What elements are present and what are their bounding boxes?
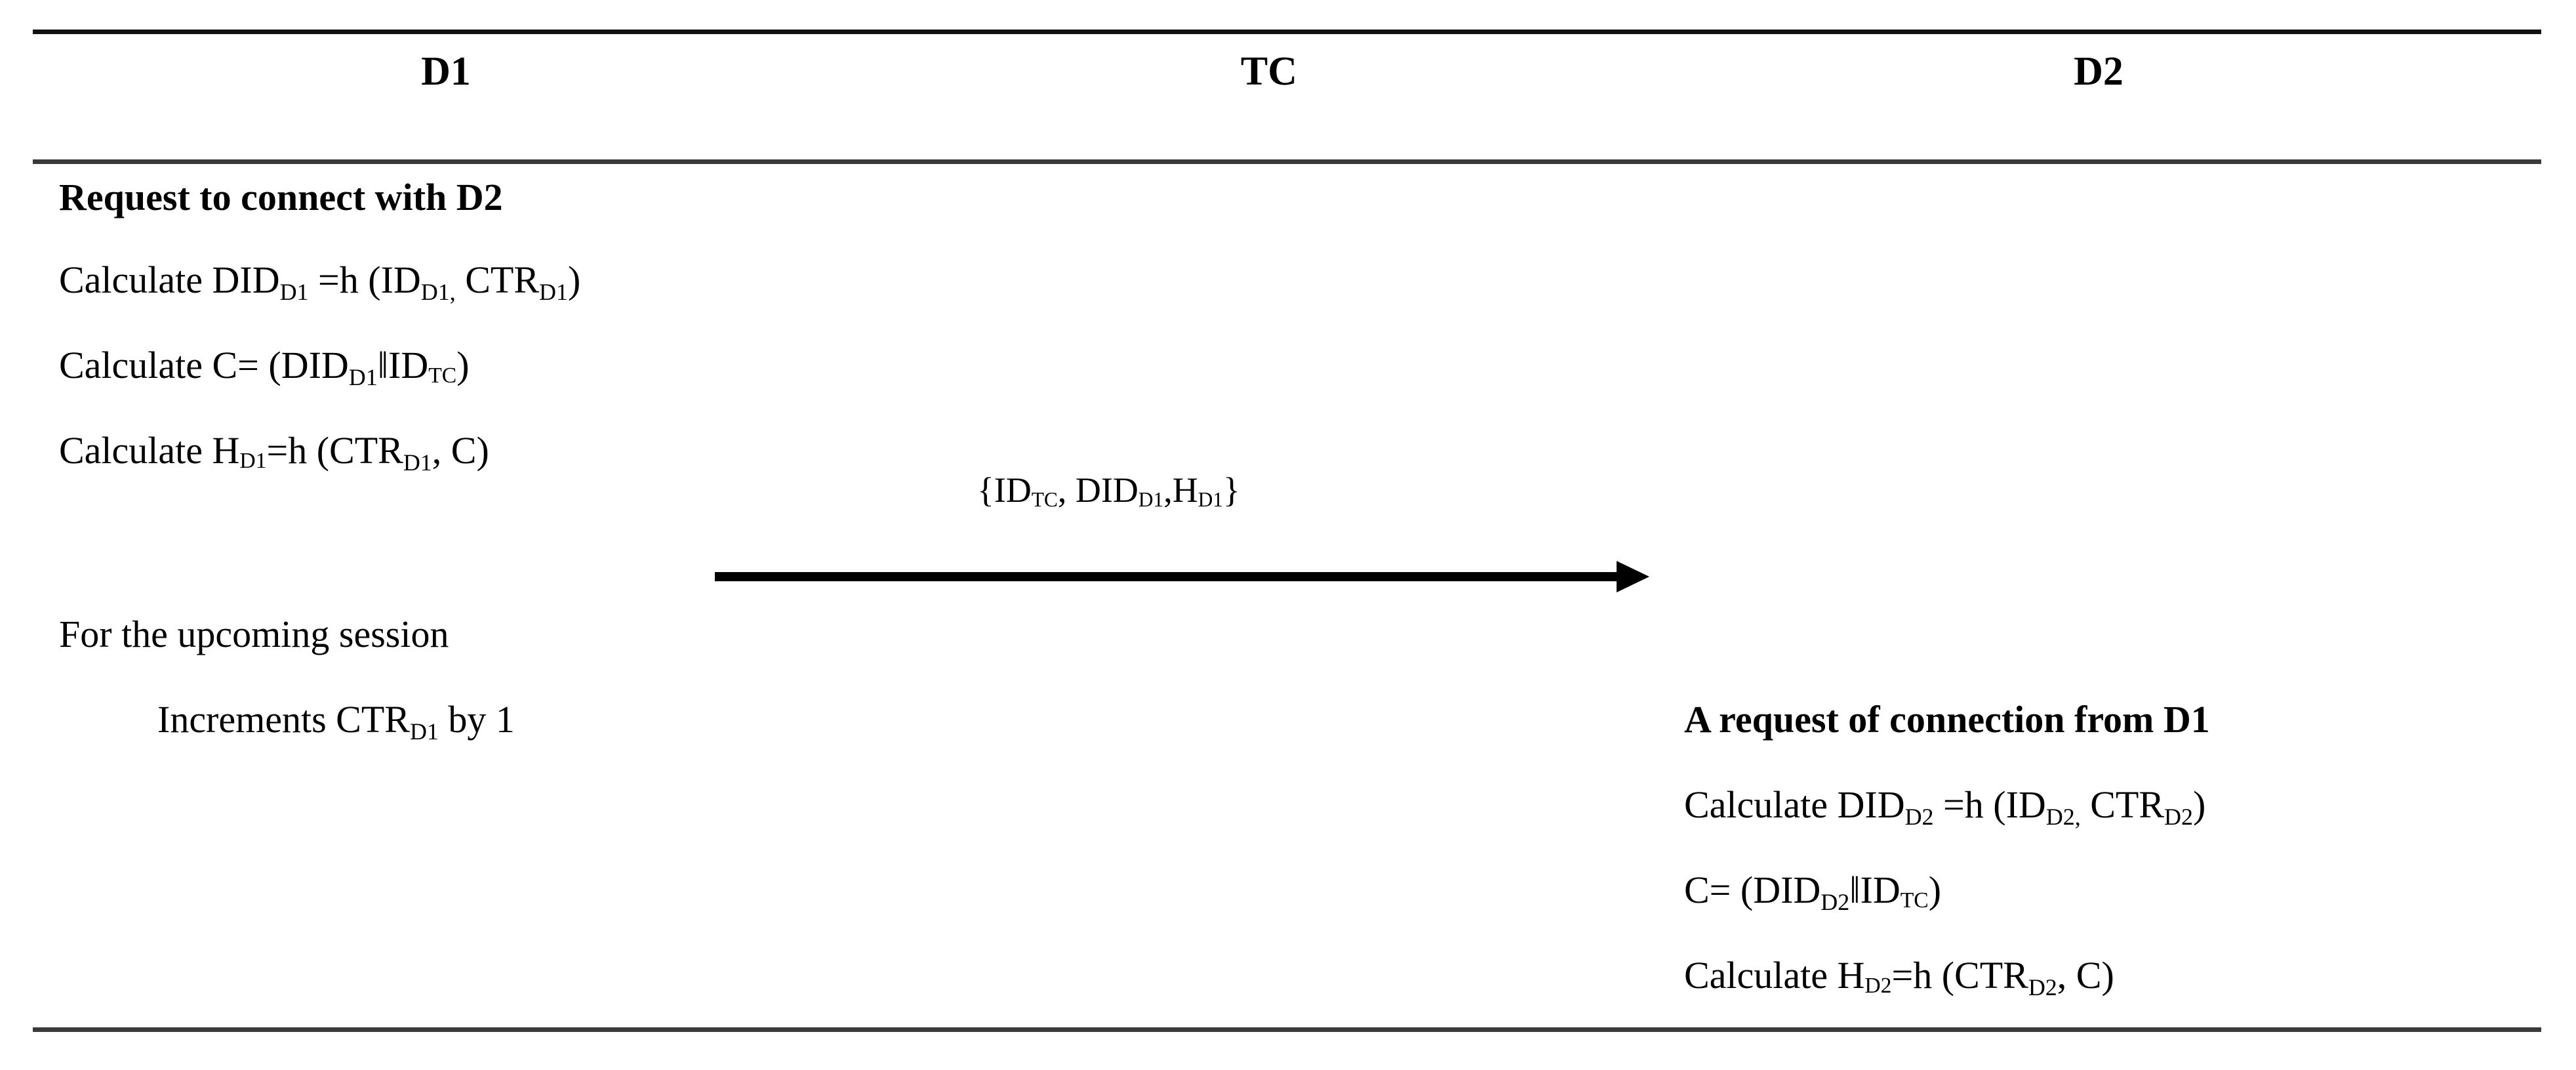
table-bottom-rule	[33, 1027, 2541, 1032]
d1-step-1: Calculate DIDD1 =h (IDD1, CTRD1)	[59, 258, 581, 304]
column-header-tc: TC	[1240, 49, 1298, 94]
d2-step3-prefix: Calculate H	[1684, 954, 1865, 997]
d2-step1-mid2: CTR	[2080, 783, 2165, 826]
d1-session-note: For the upcoming session	[59, 613, 449, 655]
d1-step-2: Calculate C= (DIDD1‖IDTC)	[59, 344, 470, 389]
d2-step2-sub1: D2	[1821, 888, 1850, 915]
d2-step1-sub1: D2	[1904, 803, 1934, 830]
d1-heading: Request to connect with D2	[59, 176, 503, 218]
d1-step2-mid: ‖ID	[377, 344, 429, 386]
d2-step1-mid: =h (ID	[1933, 783, 2046, 826]
d2-step2-mid: ‖ID	[1849, 869, 1901, 911]
d1-increment: Increments CTRD1 by 1	[157, 698, 515, 743]
message-arrow-d1-to-d2	[715, 561, 1649, 592]
d1-step1-sub1: D1	[279, 278, 309, 305]
d1-step1-suffix: )	[567, 258, 581, 301]
d2-step2-prefix: C= (DID	[1684, 869, 1821, 911]
d1-step3-mid: =h (CTR	[266, 429, 403, 472]
d2-step2-sub2: TC	[1900, 888, 1929, 913]
message-sub2: D1	[1138, 487, 1164, 511]
message-mid: , DID	[1057, 470, 1138, 510]
d1-step3-sub2: D1	[403, 449, 432, 476]
message-sub1: TC	[1031, 487, 1058, 511]
message-close: }	[1222, 470, 1240, 510]
message-open: {ID	[977, 470, 1032, 510]
d2-step-1: Calculate DIDD2 =h (IDD2, CTRD2)	[1684, 783, 2206, 829]
d2-step1-prefix: Calculate DID	[1684, 783, 1905, 826]
d2-step3-sub2: D2	[2028, 974, 2057, 1000]
d1-step2-prefix: Calculate C= (DID	[59, 344, 349, 386]
arrow-shaft	[715, 572, 1619, 581]
column-header-d2: D2	[2074, 49, 2123, 94]
d2-step3-suffix: , C)	[2057, 954, 2114, 997]
d2-step1-sub3: D2	[2164, 803, 2193, 830]
d2-step1-sub2: D2,	[2045, 803, 2081, 830]
d1-step1-sub3: D1	[539, 278, 568, 305]
d1-increment-sub1: D1	[409, 718, 439, 745]
d2-step3-mid: =h (CTR	[1891, 954, 2028, 997]
d2-step-3: Calculate HD2=h (CTRD2, C)	[1684, 954, 2114, 999]
d1-step1-mid2: CTR	[455, 258, 540, 301]
d1-step1-sub2: D1,	[420, 278, 456, 305]
d2-step2-suffix: )	[1928, 869, 1942, 911]
arrow-head-icon	[1617, 561, 1649, 592]
d1-step1-mid: =h (ID	[308, 258, 421, 301]
d1-step2-sub1: D1	[348, 363, 378, 390]
d2-step3-sub1: D2	[1864, 974, 1892, 998]
message-mid2: ,H	[1163, 470, 1198, 510]
d1-step3-suffix: , C)	[432, 429, 489, 472]
message-sub3: D1	[1197, 487, 1223, 511]
d1-increment-prefix: Increments CTR	[157, 698, 410, 741]
d2-heading: A request of connection from D1	[1684, 698, 2210, 741]
d1-step2-sub2: TC	[428, 363, 457, 388]
d2-step-2: C= (DIDD2‖IDTC)	[1684, 869, 1942, 914]
d1-step2-suffix: )	[456, 344, 470, 386]
d1-step3-prefix: Calculate H	[59, 429, 240, 472]
column-header-d1: D1	[421, 49, 471, 94]
d1-step3-sub1: D1	[239, 449, 267, 474]
table-top-rule	[33, 30, 2541, 34]
d1-step1-prefix: Calculate DID	[59, 258, 280, 301]
table-header-rule	[33, 159, 2541, 164]
message-payload-label: {IDTC, DIDD1,HD1}	[977, 470, 1240, 511]
d2-step1-suffix: )	[2192, 783, 2206, 826]
d1-increment-suffix: by 1	[438, 698, 515, 741]
d1-step-3: Calculate HD1=h (CTRD1, C)	[59, 429, 489, 474]
